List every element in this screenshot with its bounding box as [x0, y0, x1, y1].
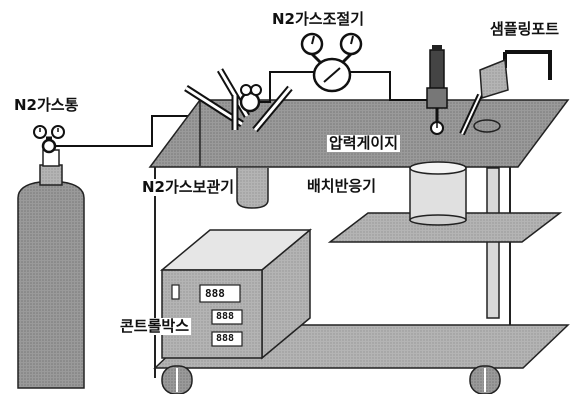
n2-storage-vessel [236, 168, 269, 209]
label-control-box: 콘트롤박스 [118, 317, 192, 335]
label-n2-cylinder: N2가스통 [14, 96, 79, 114]
label-sampling-port: 샘플링포트 [488, 20, 562, 38]
n2-regulator [300, 32, 363, 93]
label-pressure-gauge: 압력게이지 [327, 134, 401, 152]
control-box [159, 228, 313, 360]
display-row-3: 888 [216, 333, 235, 344]
n2-gas-cylinder [17, 125, 85, 389]
label-n2-regulator: N2가스조절기 [272, 10, 364, 28]
table-leg-rear [486, 167, 500, 319]
wheel-front-left [161, 365, 193, 394]
display-row-1: 888 [205, 287, 225, 300]
label-n2-storage: N2가스보관기 [140, 178, 236, 196]
display-row-2: 888 [216, 311, 235, 322]
middle-shelf [327, 212, 563, 243]
pressure-gauge-assembly [426, 45, 448, 135]
valve-assembly [184, 68, 293, 133]
label-batch-reactor: 배치반응기 [305, 177, 379, 195]
wheel-front-right [469, 365, 501, 394]
table-top [148, 99, 570, 168]
batch-reactor [409, 161, 467, 226]
sampling-port [459, 50, 552, 136]
